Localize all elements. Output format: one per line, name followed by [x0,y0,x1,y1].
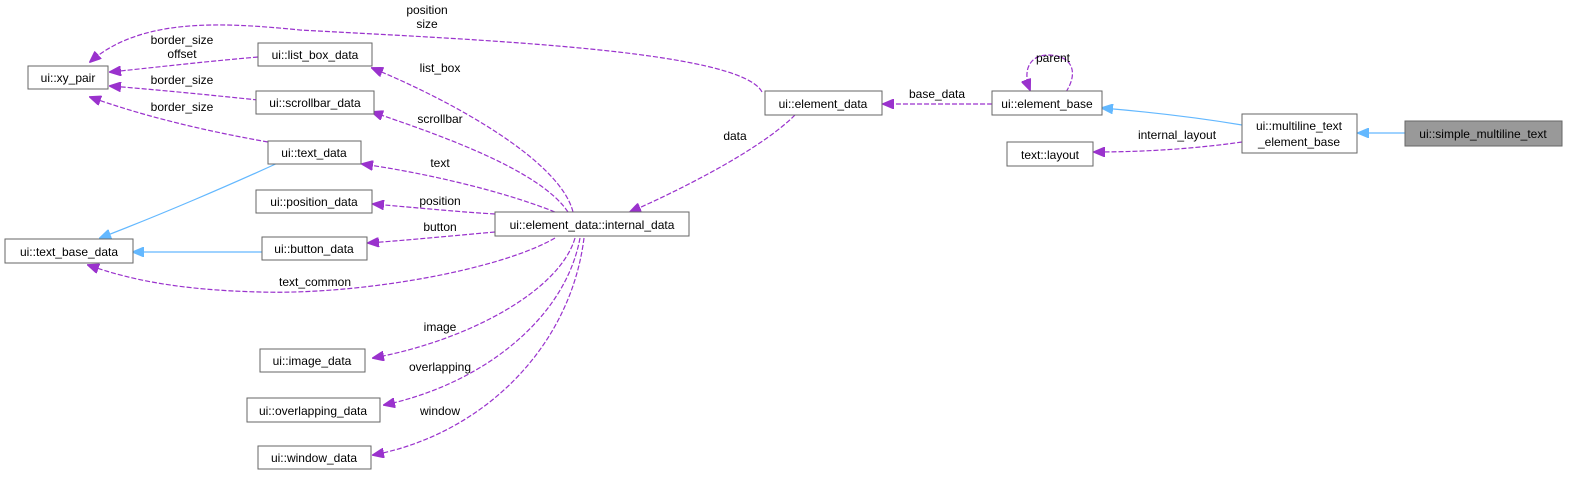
edge-internal-to-button-data [368,231,496,243]
node-text-base-data-label: ui::text_base_data [20,245,118,259]
label-internal-layout: internal_layout [1138,128,1217,142]
label-size: size [416,17,438,31]
node-element-base-label: ui::element_base [1001,97,1093,111]
edge-internal-to-scrollbar [372,112,569,213]
label-border-size-scroll: border_size [151,73,214,87]
edge-internal-to-window-data [373,237,585,455]
label-text-common: text_common [279,275,351,289]
edge-multiline-to-text-layout [1094,141,1243,152]
node-simple-multiline-text-label: ui::simple_multiline_text [1419,127,1547,141]
label-position2: position [419,194,460,208]
node-multiline-label-line1: ui::multiline_text [1256,119,1343,133]
edge-element-base-parent [1027,54,1074,93]
node-window-data[interactable]: ui::window_data [257,445,372,470]
node-list-box-data[interactable]: ui::list_box_data [257,42,373,67]
node-element-data[interactable]: ui::element_data [764,90,883,116]
node-image-data[interactable]: ui::image_data [259,348,366,373]
label-image: image [424,320,457,334]
nodes: ui::xy_pair ui::list_box_data ui::scroll… [4,42,1563,470]
label-border-size-list: border_size [151,33,214,47]
edge-internal-to-text-base-data [88,237,556,293]
node-overlapping-data-label: ui::overlapping_data [259,404,367,418]
label-button: button [423,220,456,234]
edge-text-data-to-xy-pair [90,97,269,143]
edge-labels: position size border_size offset border_… [151,3,1217,418]
node-list-box-data-label: ui::list_box_data [272,48,359,62]
edge-element-data-to-internal [630,114,796,212]
label-position: position [406,3,447,17]
label-offset: offset [167,47,197,61]
node-text-layout-label: text::layout [1021,148,1080,162]
node-position-data[interactable]: ui::position_data [255,189,373,214]
node-text-data[interactable]: ui::text_data [267,140,362,165]
node-scrollbar-data[interactable]: ui::scrollbar_data [255,90,375,115]
edge-list-box-to-xy-pair [110,56,259,72]
edge-scrollbar-to-xy-pair [110,86,259,101]
label-parent: parent [1036,51,1071,65]
node-element-base[interactable]: ui::element_base [991,90,1103,116]
node-text-base-data[interactable]: ui::text_base_data [4,238,134,264]
label-scrollbar: scrollbar [417,112,462,126]
label-base-data: base_data [909,87,965,101]
edges [88,24,1405,455]
edge-internal-to-position-data [373,204,496,215]
label-overlapping: overlapping [409,360,471,374]
node-simple-multiline-text[interactable]: ui::simple_multiline_text [1404,120,1563,147]
edge-internal-to-list-box [372,68,574,213]
edge-text-data-to-text-base-data [100,161,281,238]
label-border-size-text: border_size [151,100,214,114]
label-list-box: list_box [420,61,461,75]
edge-multiline-to-element-base [1102,108,1243,126]
node-image-data-label: ui::image_data [273,354,352,368]
edge-element-data-to-xy-pair-position [90,24,763,93]
node-text-layout[interactable]: text::layout [1006,141,1094,167]
node-window-data-label: ui::window_data [271,451,357,465]
node-internal-data-label: ui::element_data::internal_data [510,218,675,232]
node-internal-data[interactable]: ui::element_data::internal_data [494,211,690,237]
node-position-data-label: ui::position_data [270,195,358,209]
node-element-data-label: ui::element_data [779,97,868,111]
edge-internal-to-text-data [362,164,556,213]
label-window: window [419,404,460,418]
edge-internal-to-image-data [373,237,576,358]
label-text: text [430,156,450,170]
edge-internal-to-overlapping-data [384,237,581,405]
node-multiline-label-line2: _element_base [1257,135,1340,149]
node-multiline-text-element-base[interactable]: ui::multiline_text _element_base [1241,113,1358,154]
node-overlapping-data[interactable]: ui::overlapping_data [246,397,381,423]
node-text-data-label: ui::text_data [281,146,347,160]
node-button-data[interactable]: ui::button_data [261,236,368,261]
node-scrollbar-data-label: ui::scrollbar_data [269,96,361,110]
node-xy-pair-label: ui::xy_pair [41,71,96,85]
node-xy-pair[interactable]: ui::xy_pair [27,65,109,90]
label-data: data [723,129,747,143]
node-button-data-label: ui::button_data [274,242,354,256]
